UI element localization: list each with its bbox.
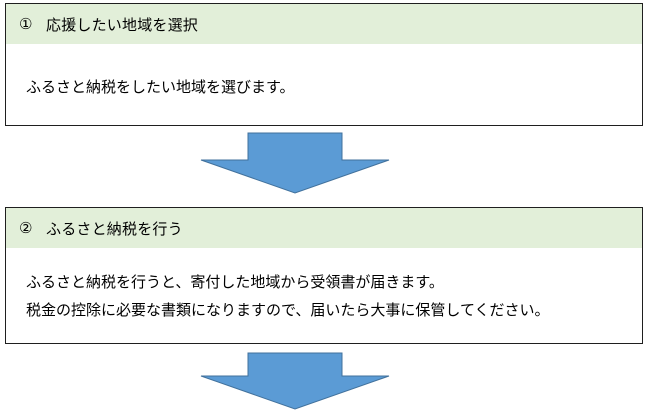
step-2-title: ふるさと納税を行う (46, 219, 183, 238)
down-arrow-icon (200, 352, 390, 410)
step-1-box: ① 応援したい地域を選択 ふるさと納税をしたい地域を選びます。 (5, 3, 643, 126)
step-1-title: 応援したい地域を選択 (46, 15, 199, 34)
step-1-line-1: ふるさと納税をしたい地域を選びます。 (26, 78, 295, 96)
step-1-body: ふるさと納税をしたい地域を選びます。 (6, 44, 642, 99)
step-1-header: ① 応援したい地域を選択 (6, 4, 642, 44)
step-1-number: ① (19, 15, 33, 33)
step-2-box: ② ふるさと納税を行う ふるさと納税を行うと、寄付した地域から受領書が届きます。… (5, 207, 643, 344)
step-2-header: ② ふるさと納税を行う (6, 208, 642, 248)
down-arrow-icon (200, 132, 390, 194)
step-2-line-1: ふるさと納税を行うと、寄付した地域から受領書が届きます。 (26, 273, 444, 291)
step-2-body: ふるさと納税を行うと、寄付した地域から受領書が届きます。 税金の控除に必要な書類… (6, 248, 642, 322)
step-2-number: ② (19, 219, 33, 237)
step-2-line-2: 税金の控除に必要な書類になりますので、届いたら大事に保管してください。 (26, 301, 550, 319)
